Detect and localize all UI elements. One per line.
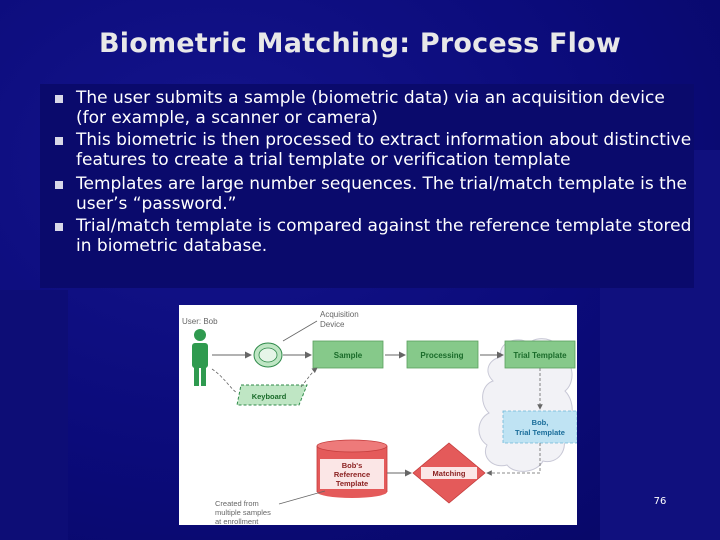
bob-trial-template-box (502, 410, 577, 444)
reference-template-database (316, 439, 388, 498)
background-panel-left (0, 290, 68, 540)
acquisition-leader-line (282, 320, 318, 342)
created-from-line3: at enrollment (215, 517, 259, 525)
matching-label: Matching (433, 469, 466, 478)
diagram-svg: User: Bob Acquisition Device Sample Proc… (182, 310, 577, 525)
reference-label-line2: Reference (334, 470, 370, 479)
acquisition-device-label-line1: Acquisition (320, 310, 359, 319)
acquisition-device-label-line2: Device (320, 320, 345, 329)
user-label: User: Bob (182, 317, 218, 326)
created-from-leader-line (278, 490, 326, 505)
bullet-text: This biometric is then processed to extr… (76, 130, 692, 170)
bob-trial-template-line1: Bob, (532, 418, 549, 427)
sample-label: Sample (334, 351, 363, 360)
trial-template-label: Trial Template (513, 351, 567, 360)
keyboard-label: Keyboard (252, 392, 287, 401)
bullet-marker (55, 137, 63, 145)
scanner-icon (253, 342, 283, 368)
bullet-text: The user submits a sample (biometric dat… (76, 88, 665, 128)
keyboard-box (236, 384, 308, 406)
process-flow-diagram: User: Bob Acquisition Device Sample Proc… (179, 305, 577, 525)
trial-template-box (504, 340, 576, 369)
arrow-bob-template-to-matching (486, 443, 541, 476)
bullet-marker (55, 181, 63, 189)
matching-label-bg (421, 467, 477, 479)
bullet-marker (55, 95, 63, 103)
bullet-marker (55, 223, 63, 231)
created-from-line1: Created from (215, 499, 259, 508)
bob-trial-template-line2: Trial Template (515, 428, 565, 437)
reference-label-line1: Bob's (342, 461, 363, 470)
reference-label-line3: Template (336, 479, 368, 488)
slide-title: Biometric Matching: Process Flow (98, 28, 622, 59)
arrow-user-to-keyboard (211, 368, 238, 394)
page-number: 76 (653, 496, 667, 507)
processing-label: Processing (420, 351, 463, 360)
arrow-keyboard-to-sample (300, 367, 318, 388)
processing-box (406, 340, 479, 369)
bullet-text: Templates are large number sequences. Th… (76, 174, 688, 214)
user-icon (192, 329, 208, 386)
bullet-panel (40, 84, 694, 288)
bullet-text: Trial/match template is compared against… (76, 216, 692, 256)
sample-box (312, 340, 384, 369)
created-from-line2: multiple samples (215, 508, 271, 517)
